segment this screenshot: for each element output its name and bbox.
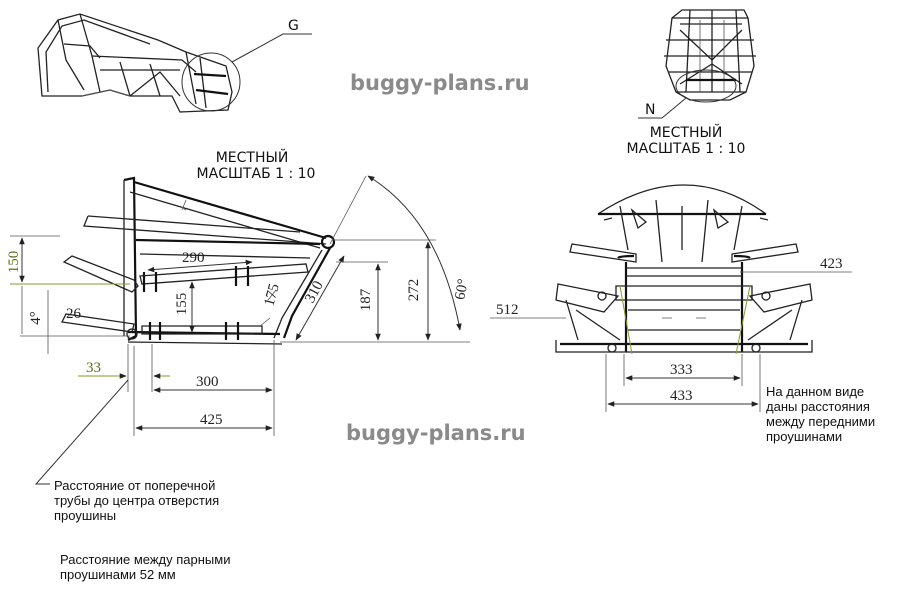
dim-300: 300	[196, 374, 219, 390]
dim-175: 175	[261, 282, 282, 308]
note-right-line2: даны расстояния	[766, 399, 870, 414]
watermark-top: buggy-plans.ru	[350, 71, 530, 95]
note-right: На данном виде даны расстояния между пер…	[766, 384, 875, 444]
dim-60-deg: 60°	[452, 278, 471, 301]
dim-423: 423	[820, 256, 843, 272]
note-tube-line2: трубы до центра отверстия	[54, 493, 219, 508]
dimensions-right: 423 512 333 433	[490, 256, 852, 412]
dim-187: 187	[358, 288, 374, 311]
dim-290: 290	[182, 250, 205, 266]
dimensions-left: 150 4° 26 290 155 175 310 187 272 60°	[6, 175, 472, 485]
dim-155: 155	[174, 293, 190, 316]
watermark-bottom: buggy-plans.ru	[346, 421, 526, 445]
note-tube-distance: Расстояние от поперечной трубы до центра…	[54, 478, 219, 523]
detail-circle-g: G	[181, 18, 312, 112]
detail-g-drawing	[61, 176, 336, 345]
note-pair-distance: Расстояние между парными проушинами 52 м…	[60, 552, 230, 582]
dim-512: 512	[496, 302, 519, 318]
dim-425: 425	[200, 412, 223, 428]
note-tube-line1: Расстояние от поперечной	[54, 478, 215, 493]
scale-right-line1: МЕСТНЫЙ	[650, 123, 723, 141]
dim-333: 333	[670, 362, 693, 378]
detail-circle-n: N	[638, 69, 737, 119]
scale-right-line2: МАСШТАБ 1 : 10	[627, 141, 746, 157]
buggy-front-view	[664, 9, 756, 101]
note-right-line1: На данном виде	[766, 384, 864, 399]
dim-310: 310	[302, 278, 327, 305]
note-right-line3: между передними	[766, 414, 875, 429]
dim-26: 26	[66, 306, 82, 322]
callout-n-label: N	[645, 102, 655, 118]
dim-272: 272	[406, 279, 422, 302]
dim-150: 150	[6, 251, 22, 274]
note-right-line4: проушинами	[766, 429, 842, 444]
dim-433: 433	[670, 388, 693, 404]
note-pair-line2: проушинами 52 мм	[60, 567, 176, 582]
dim-33: 33	[86, 360, 101, 376]
callout-g-label: G	[288, 18, 299, 34]
note-pair-line1: Расстояние между парными	[60, 552, 230, 567]
scale-left-line1: МЕСТНЫЙ	[216, 148, 289, 166]
dim-4-deg: 4°	[28, 311, 44, 325]
note-tube-line3: проушины	[54, 508, 116, 523]
buggy-side-view	[37, 13, 233, 113]
detail-n-drawing	[555, 184, 813, 355]
scale-left-line2: МАСШТАБ 1 : 10	[197, 166, 316, 182]
